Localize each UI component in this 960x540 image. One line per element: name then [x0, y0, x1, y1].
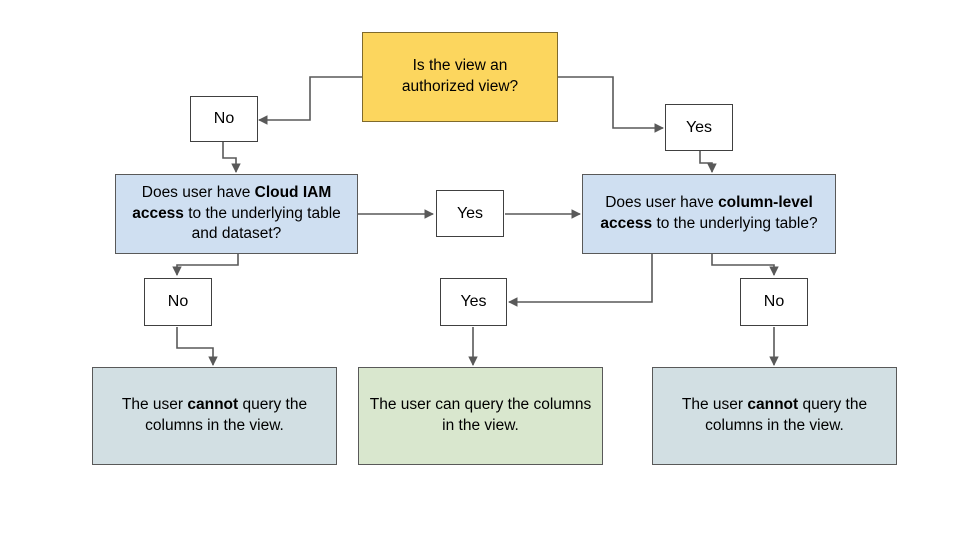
node-column-yes-label: Yes [460, 293, 487, 311]
node-iam-no[interactable]: No [144, 278, 212, 326]
node-root-no-label: No [213, 110, 235, 128]
node-result-left-bold: cannot [187, 396, 239, 414]
node-result-right[interactable]: The user cannot query the columns in the… [652, 367, 897, 465]
node-result-left-prefix: The user [121, 396, 188, 414]
edge-no-to-iam [222, 142, 241, 173]
node-iam-question[interactable]: Does user have Cloud IAM access to the u… [115, 174, 358, 254]
node-result-left[interactable]: The user cannot query the columns in the… [92, 367, 337, 465]
node-iam-question-bold: Cloud IAM access [132, 184, 332, 222]
node-column-question-prefix: Does user have [605, 194, 719, 212]
node-root-no[interactable]: No [190, 96, 258, 142]
node-iam-yes-label: Yes [456, 204, 484, 222]
edge-root-to-no [258, 76, 362, 125]
edge-column-to-no [711, 254, 779, 276]
node-result-center-text: The user can query the columns in the vi… [369, 396, 592, 434]
node-root-question-text: Is the view an authorized view? [363, 56, 557, 97]
node-iam-yes[interactable]: Yes [436, 190, 504, 237]
edge-root-to-yes [558, 76, 664, 133]
node-result-center[interactable]: The user can query the columns in the vi… [358, 367, 603, 465]
node-result-left-text: The user cannot query the columns in the… [93, 395, 336, 436]
node-root-question-line2: authorized view? [401, 78, 519, 95]
node-result-right-text: The user cannot query the columns in the… [653, 395, 896, 436]
node-root-question-line1: Is the view an [412, 57, 508, 75]
node-result-left-suffix: query the columns in the view. [145, 396, 308, 434]
node-iam-question-text: Does user have Cloud IAM access to the u… [116, 183, 357, 245]
node-column-question[interactable]: Does user have column-level access to th… [582, 174, 836, 254]
edge-yes-to-column [699, 151, 717, 173]
node-iam-no-label: No [167, 293, 189, 311]
node-column-yes[interactable]: Yes [440, 278, 507, 326]
node-root-question[interactable]: Is the view an authorized view? [362, 32, 558, 122]
node-iam-question-suffix: to the underlying table and dataset? [183, 204, 341, 243]
edge-iam-to-no [172, 254, 239, 276]
node-column-no-label: No [763, 293, 785, 311]
node-column-question-bold: column-level access [600, 194, 813, 232]
node-column-no[interactable]: No [740, 278, 808, 326]
node-root-yes-label: Yes [685, 118, 713, 136]
edge-no-to-result-left [176, 327, 218, 366]
node-result-right-bold: cannot [747, 396, 799, 414]
node-column-question-suffix: to the underlying table? [652, 215, 818, 232]
node-iam-question-prefix: Does user have [141, 184, 255, 202]
node-root-yes[interactable]: Yes [665, 104, 733, 151]
edge-column-to-yes [508, 254, 653, 307]
node-column-question-text: Does user have column-level access to th… [583, 193, 835, 234]
node-result-right-suffix: query the columns in the view. [705, 396, 868, 434]
node-result-right-prefix: The user [681, 396, 748, 414]
